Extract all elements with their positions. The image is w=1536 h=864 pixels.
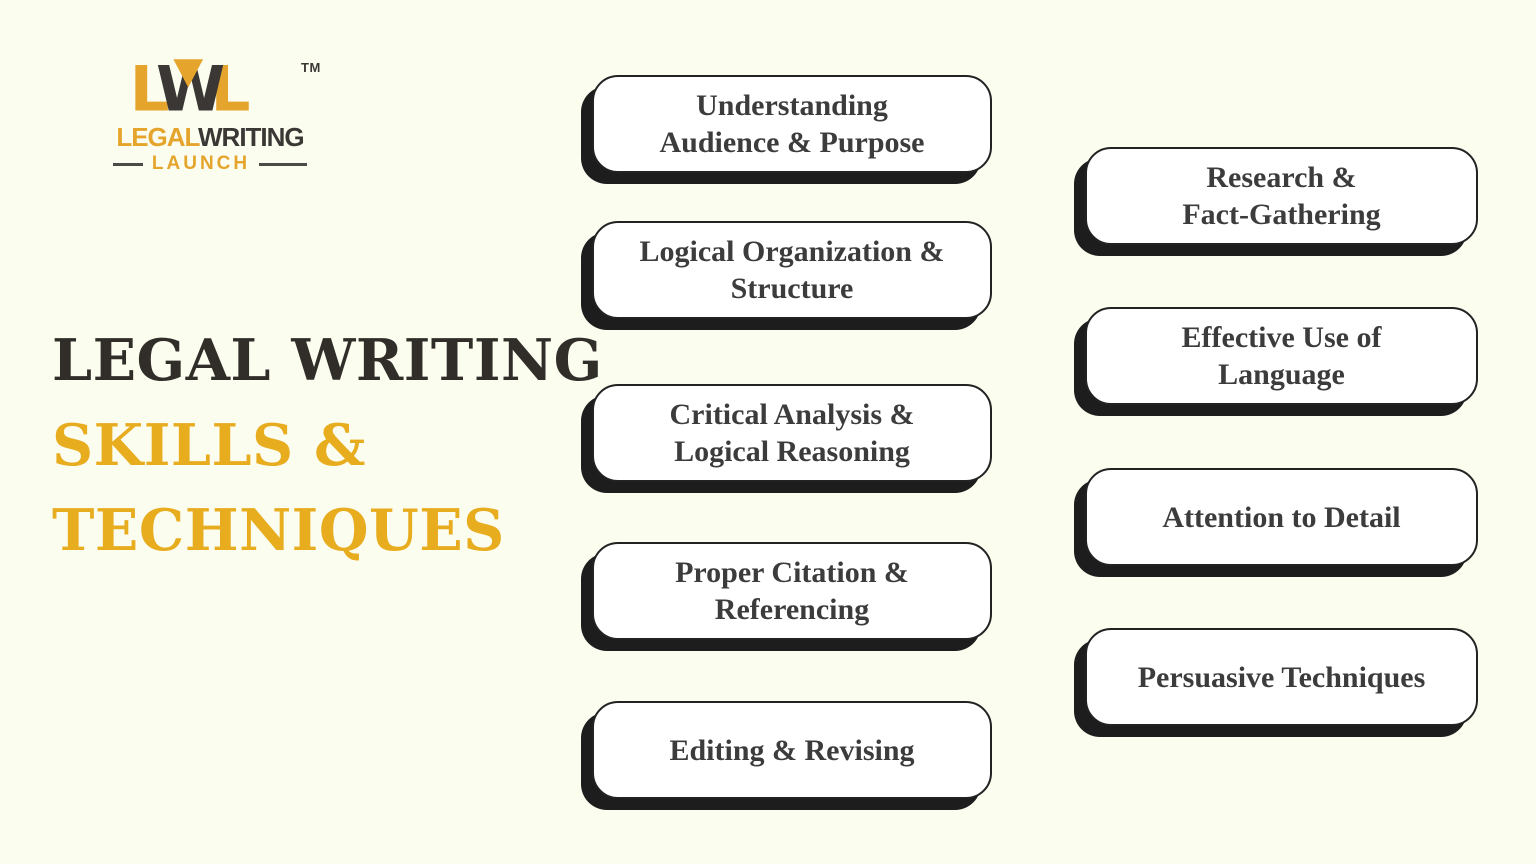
launch-dash-right — [259, 162, 308, 166]
logo-word-launch: LAUNCH — [151, 153, 251, 174]
monogram-letter-l1: L — [129, 56, 168, 122]
card-persuasive-techniques: Persuasive Techniques — [1085, 628, 1478, 726]
card-effective-use-of-language: Effective Use of Language — [1085, 307, 1478, 405]
card-understanding-audience-purpose: Understanding Audience & Purpose — [592, 75, 992, 173]
legal-writing-launch-logo: L L W TM LEGALWRITING LAUNCH — [85, 56, 335, 175]
card-label: Editing & Revising — [669, 733, 915, 767]
card-label: Persuasive Techniques — [1137, 660, 1426, 694]
card-label: Effective Use of Language — [1181, 321, 1382, 391]
monogram-letter-l2: L — [210, 56, 249, 122]
card-proper-citation-referencing: Proper Citation & Referencing — [592, 542, 992, 640]
card-research-fact-gathering: Research & Fact-Gathering — [1085, 147, 1478, 245]
card-label: Logical Organization & Structure — [639, 235, 945, 305]
logo-word-legal: LEGAL — [116, 122, 199, 152]
title-line-skills: SKILLS & — [52, 412, 366, 479]
monogram-gold-triangle — [172, 59, 203, 88]
card-label: Critical Analysis & Logical Reasoning — [669, 398, 915, 468]
card-label: Understanding Audience & Purpose — [659, 89, 925, 159]
card-label: Proper Citation & Referencing — [675, 556, 909, 626]
logo-word-writing: WRITING — [198, 122, 305, 152]
card-label: Research & Fact-Gathering — [1182, 161, 1381, 231]
launch-dash-left — [112, 162, 143, 166]
lwl-monogram-icon: L L W — [129, 56, 252, 122]
card-label: Attention to Detail — [1162, 500, 1401, 534]
card-editing-revising: Editing & Revising — [592, 701, 992, 799]
card-attention-to-detail: Attention to Detail — [1085, 468, 1478, 566]
title-line-techniques: TECHNIQUES — [52, 497, 505, 564]
trademark-symbol: TM — [301, 60, 321, 75]
title-line-legal-writing: LEGAL WRITING — [52, 327, 603, 394]
logo-wordmark: LEGALWRITING — [85, 124, 335, 150]
logo-launch-row: LAUNCH — [85, 153, 335, 175]
card-logical-organization-structure: Logical Organization & Structure — [592, 221, 992, 319]
card-critical-analysis-logical-reasoning: Critical Analysis & Logical Reasoning — [592, 384, 992, 482]
page-title: LEGAL WRITING SKILLS & TECHNIQUES — [52, 318, 603, 573]
lwl-monogram: L L W — [123, 56, 298, 122]
